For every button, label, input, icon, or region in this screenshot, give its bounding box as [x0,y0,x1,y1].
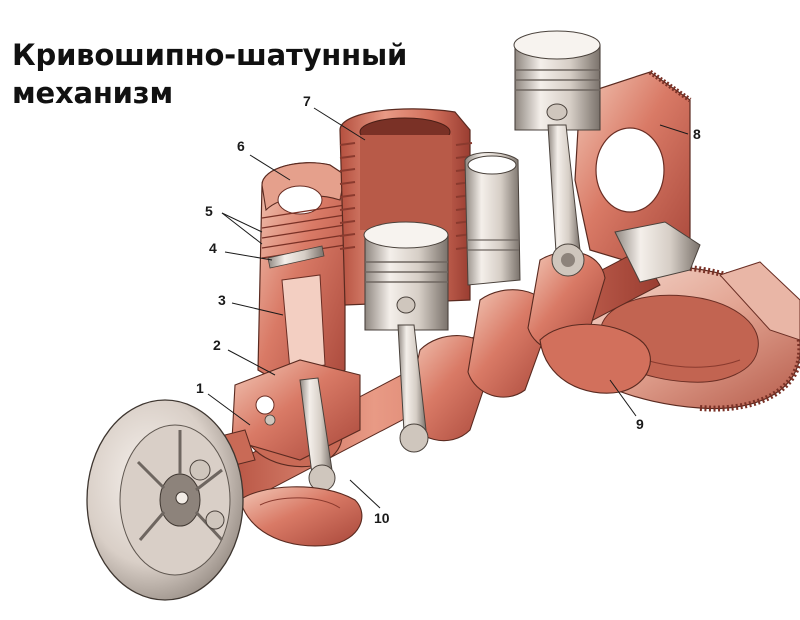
callout-3: 3 [218,292,226,308]
connecting-rod-top-right [547,124,585,277]
leader-4 [224,251,273,261]
connecting-rod-front [299,377,336,492]
callout-6: 6 [237,138,245,154]
leader-8 [659,124,689,135]
piston-top-right [513,30,601,131]
diagram-title: Кривошипно-шатунный механизм [12,36,407,112]
callout-7: 7 [303,93,311,109]
leader-1 [207,393,251,426]
callout-9: 9 [636,416,644,432]
connecting-rod-center [397,324,429,453]
callout-10: 10 [374,510,390,526]
leader-5a [221,212,263,233]
leader-5b [221,212,263,245]
cylinder-rear [464,152,521,286]
leader-10 [349,479,381,509]
leader-3 [231,302,284,316]
cylinder-block-front [231,162,361,461]
leader-6 [249,154,291,181]
title-line-1: Кривошипно-шатунный [12,38,408,72]
callout-2: 2 [213,337,221,353]
crankshaft-pulley [86,399,244,601]
callout-1: 1 [196,380,204,396]
leader-2 [227,349,276,376]
leader-9 [609,379,637,417]
leader-lines [207,107,689,509]
callout-5: 5 [205,203,213,219]
leader-7 [313,107,366,141]
title-line-2: механизм [12,76,173,110]
piston-center [363,221,449,331]
callout-8: 8 [693,126,701,142]
callout-4: 4 [209,240,217,256]
